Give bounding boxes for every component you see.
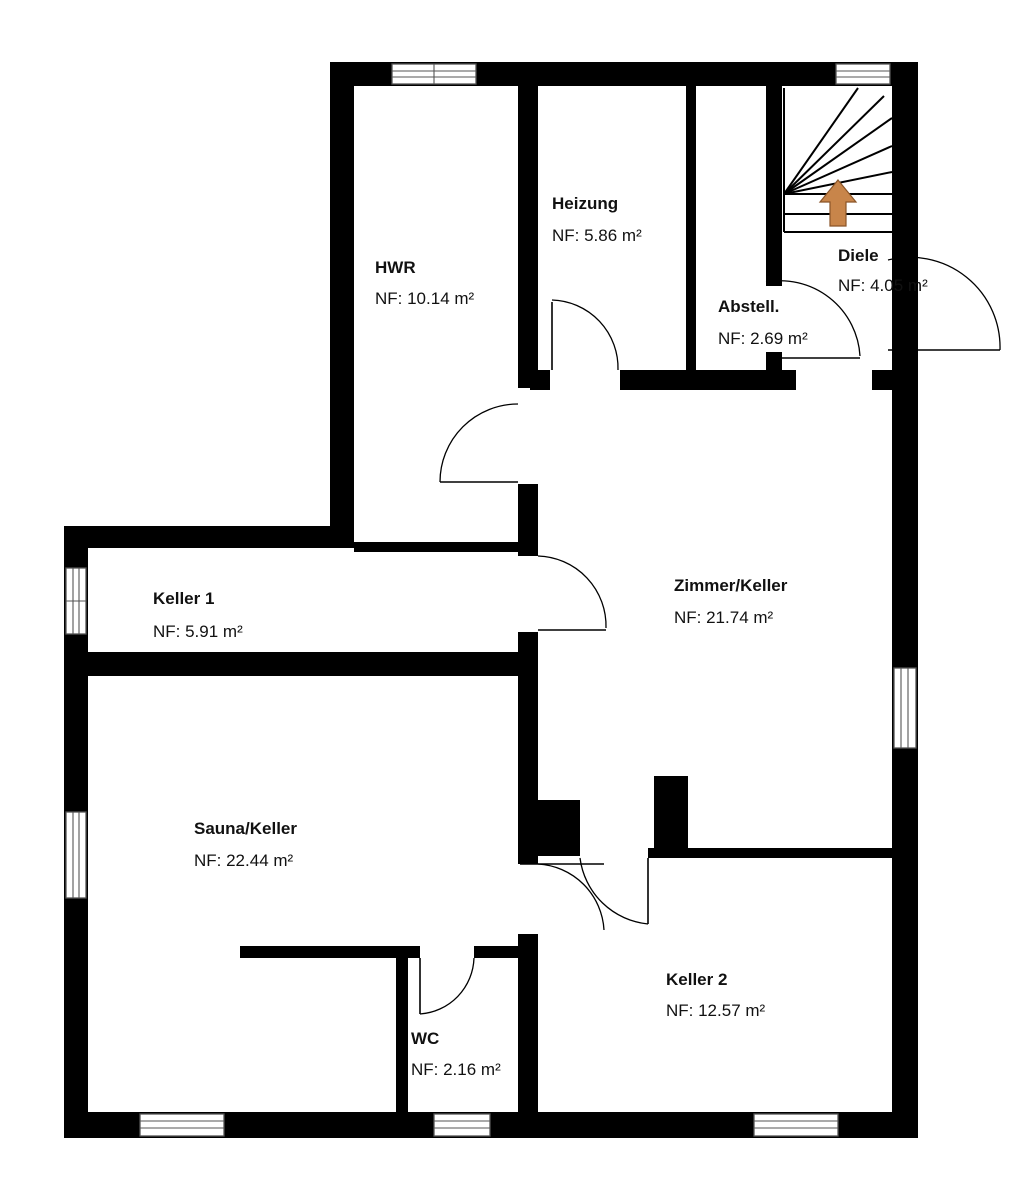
- up-arrow-icon: [818, 179, 858, 227]
- wall-top-lower: [64, 526, 354, 548]
- room-name-abstell: Abstell.: [718, 297, 779, 316]
- staircase: [783, 87, 893, 233]
- room-name-keller1: Keller 1: [153, 589, 214, 608]
- interior-walls: [88, 86, 894, 1126]
- door-diele: [887, 256, 1001, 351]
- window-keller1-left: [65, 567, 87, 635]
- wall-keller1-bottom: [88, 652, 520, 676]
- wall-abstell-diele: [766, 86, 782, 286]
- wall-wc-top-stub-left: [400, 946, 420, 958]
- room-labels: HWR NF: 10.14 m² Heizung NF: 5.86 m² Abs…: [153, 194, 928, 1079]
- room-area-abstell: NF: 2.69 m²: [718, 329, 808, 348]
- room-name-sauna: Sauna/Keller: [194, 819, 297, 838]
- room-name-hwr: HWR: [375, 258, 416, 277]
- room-area-zimmer: NF: 21.74 m²: [674, 608, 774, 627]
- wall-spine-3: [518, 632, 538, 864]
- room-name-wc: WC: [411, 1029, 439, 1048]
- wall-upper-rooms-bottom: [620, 370, 796, 390]
- pillar-right: [654, 776, 688, 854]
- wall-spine-1: [518, 86, 538, 388]
- room-area-keller1: NF: 5.91 m²: [153, 622, 243, 641]
- room-area-hwr: NF: 10.14 m²: [375, 289, 475, 308]
- wall-stub-left: [530, 370, 550, 390]
- room-area-heizung: NF: 5.86 m²: [552, 226, 642, 245]
- room-name-zimmer: Zimmer/Keller: [674, 576, 788, 595]
- room-area-keller2: NF: 12.57 m²: [666, 1001, 766, 1020]
- wall-keller2-top: [648, 848, 894, 858]
- wall-keller1-top: [354, 542, 520, 552]
- doors: [419, 256, 1001, 1015]
- wall-right: [892, 62, 918, 1138]
- room-area-wc: NF: 2.16 m²: [411, 1060, 501, 1079]
- window-sauna-bottom: [139, 1113, 225, 1137]
- wall-wc-top-stub-right: [474, 946, 522, 958]
- room-area-diele: NF: 4.05 m²: [838, 276, 928, 295]
- room-name-keller2: Keller 2: [666, 970, 727, 989]
- door-keller1: [537, 555, 607, 631]
- wall-abstell-diele-low: [766, 352, 782, 374]
- wall-spine-4: [518, 934, 538, 1126]
- window-stair-top: [835, 63, 891, 85]
- door-wc: [419, 957, 475, 1015]
- wall-sauna-wc-top: [240, 946, 400, 958]
- room-name-heizung: Heizung: [552, 194, 618, 213]
- door-hwr: [439, 403, 519, 483]
- wall-left-upper: [330, 62, 354, 548]
- door-sauna: [520, 863, 605, 931]
- door-keller2: [579, 857, 649, 925]
- door-abstell: [765, 280, 861, 359]
- pillar-left: [534, 800, 580, 856]
- door-heizung: [551, 299, 619, 371]
- wall-stub-right: [872, 370, 892, 390]
- window-zimmer-right: [893, 667, 917, 749]
- wall-spine-2: [518, 484, 538, 556]
- windows: [65, 63, 917, 1137]
- window-sauna-left: [65, 811, 87, 899]
- room-name-diele: Diele: [838, 246, 879, 265]
- window-hwr-top: [391, 63, 477, 85]
- wall-wc-left: [396, 946, 408, 1126]
- window-keller2-bottom: [753, 1113, 839, 1137]
- wall-heizung-abstell: [686, 86, 696, 374]
- room-area-sauna: NF: 22.44 m²: [194, 851, 294, 870]
- window-wc-bottom: [433, 1113, 491, 1137]
